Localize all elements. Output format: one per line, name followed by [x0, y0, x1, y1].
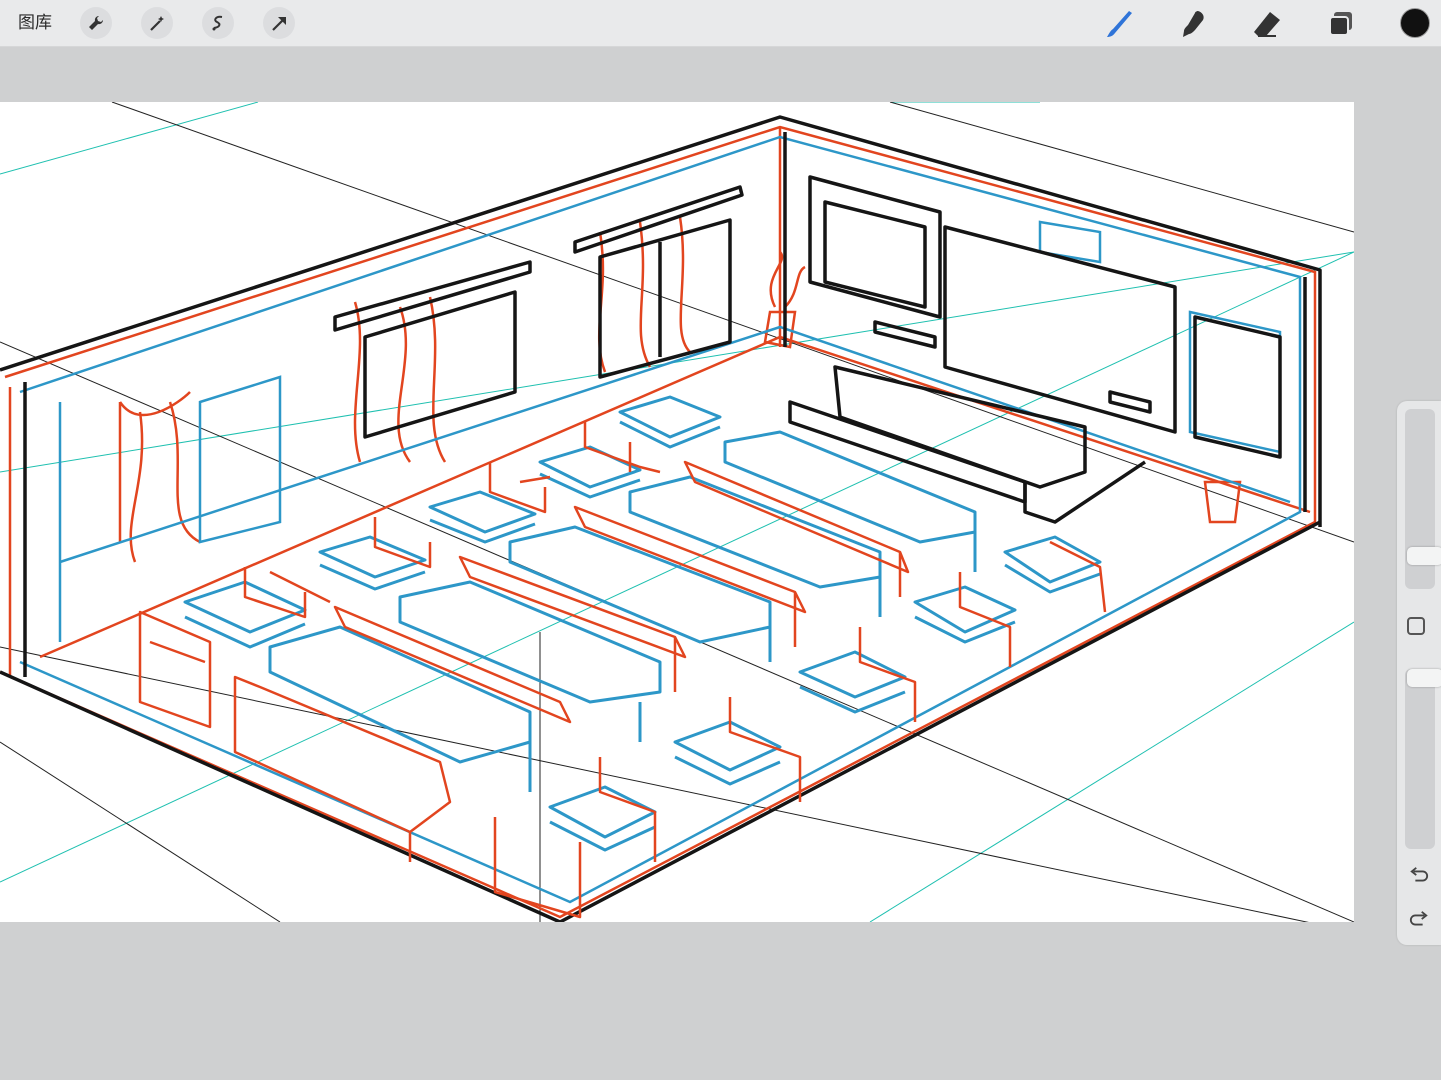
eraser-icon[interactable]: [1250, 7, 1284, 41]
undo-icon[interactable]: [1407, 865, 1431, 887]
selection-icon[interactable]: [202, 7, 234, 39]
perspective-guides-dark: [0, 102, 1354, 922]
magic-wand-icon[interactable]: [141, 7, 173, 39]
layers-icon[interactable]: [1324, 7, 1358, 41]
classroom-sketch: [0, 102, 1354, 922]
color-picker-swatch[interactable]: [1400, 8, 1430, 38]
drawing-canvas[interactable]: [0, 102, 1354, 922]
opacity-thumb[interactable]: [1407, 669, 1441, 687]
room-red-sketch: [0, 125, 1317, 919]
gallery-button[interactable]: 图库: [18, 13, 52, 32]
top-toolbar: 图库: [0, 0, 1441, 47]
brush-size-thumb[interactable]: [1407, 546, 1441, 565]
perspective-guides-teal: [0, 102, 1354, 922]
redo-icon[interactable]: [1407, 909, 1431, 931]
room-ink: [0, 115, 1322, 922]
brush-size-slider[interactable]: [1405, 409, 1441, 589]
brush-icon[interactable]: [1103, 7, 1137, 41]
smudge-icon[interactable]: [1176, 7, 1210, 41]
opacity-slider[interactable]: [1405, 669, 1441, 849]
desks-blue: [183, 395, 1102, 852]
side-toolbar: [1397, 401, 1441, 945]
wrench-icon[interactable]: [80, 7, 112, 39]
square-icon[interactable]: [1407, 617, 1425, 635]
transform-arrow-icon[interactable]: [263, 7, 295, 39]
chairs-red: [138, 422, 1107, 919]
